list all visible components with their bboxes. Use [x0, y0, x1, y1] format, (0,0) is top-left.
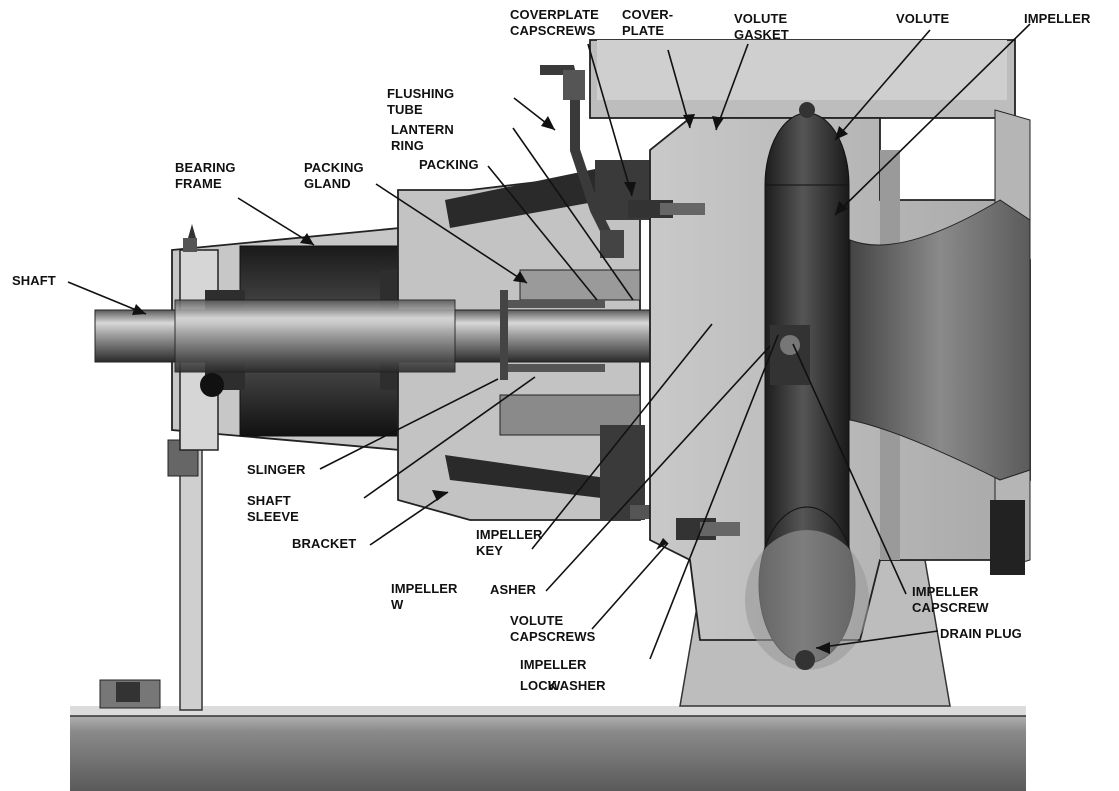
- label-lantern-ring: LANTERN RING: [391, 122, 454, 153]
- label-volute-capscrews: VOLUTE CAPSCREWS: [510, 613, 596, 644]
- label-volute-gasket: VOLUTE GASKET: [734, 11, 789, 42]
- arrowheads: [132, 114, 848, 654]
- base-rail: [70, 679, 1026, 791]
- label-coverplate: COVER- PLATE: [622, 7, 674, 38]
- label-drain-plug: DRAIN PLUG: [940, 626, 1022, 641]
- label-slinger: SLINGER: [247, 462, 306, 477]
- label-flushing-tube: FLUSHING TUBE: [387, 86, 455, 117]
- label-packing: PACKING: [419, 157, 479, 172]
- label-impeller-lockwasher-washer: WASHER: [548, 678, 606, 693]
- support-foot: [167, 429, 203, 711]
- label-asher: ASHER: [490, 582, 537, 597]
- label-bracket: BRACKET: [292, 536, 357, 551]
- label-shaft-sleeve: SHAFT SLEEVE: [247, 493, 299, 524]
- volute-capscrew-bolt: [676, 518, 740, 540]
- label-impeller-lockwasher-line1: IMPELLER: [520, 657, 587, 672]
- label-packing-gland: PACKING GLAND: [304, 160, 364, 191]
- label-impeller-capscrew: IMPELLER CAPSCREW: [912, 584, 989, 615]
- label-coverplate-capscrews: COVERPLATE CAPSCREWS: [510, 7, 599, 38]
- label-bearing-frame: BEARING FRAME: [175, 160, 236, 191]
- leader-lines: [67, 23, 1031, 660]
- flushing-tube-drawing: [540, 65, 624, 258]
- label-volute: VOLUTE: [896, 11, 950, 26]
- label-impeller-w: IMPELLER W: [391, 581, 458, 612]
- label-shaft: SHAFT: [12, 273, 56, 288]
- label-impeller-lockwasher-lock: LOCK: [520, 678, 558, 693]
- impeller-drawing: [745, 102, 869, 670]
- coverplate-capscrew-bolt: [628, 200, 705, 218]
- label-impeller: IMPELLER: [1024, 11, 1091, 26]
- label-impeller-key: IMPELLER KEY: [476, 527, 543, 558]
